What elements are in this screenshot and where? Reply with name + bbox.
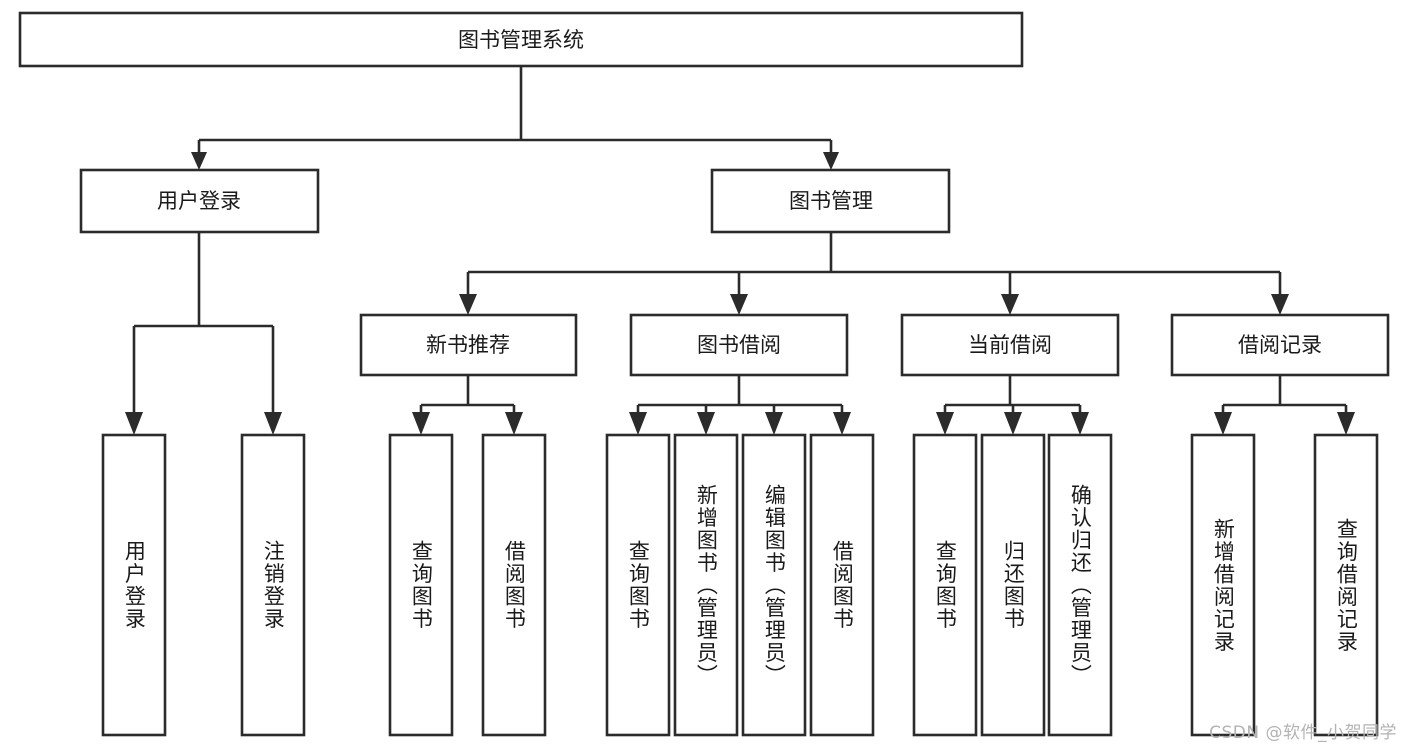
arrowhead-leaf-cb-1 xyxy=(936,412,954,435)
node-leaf-br-add-record-box[interactable] xyxy=(1190,433,1256,737)
node-leaf-cb-confirm-return-box[interactable] xyxy=(1047,433,1113,737)
connector-group-user-login xyxy=(125,232,282,435)
arrowhead-new-book-recommend xyxy=(459,294,477,315)
connector-group-book-manage xyxy=(459,232,1289,315)
node-borrow-record[interactable]: 借阅记录 xyxy=(1170,313,1390,377)
node-current-borrow-label: 当前借阅 xyxy=(968,333,1052,357)
node-new-book-recommend-box[interactable] xyxy=(359,313,578,377)
arrowhead-leaf-user-login-2 xyxy=(264,412,282,435)
node-user-login-box[interactable] xyxy=(79,168,320,234)
arrowhead-leaf-cb-3 xyxy=(1071,412,1089,435)
node-leaf-bb-borrow-book-box[interactable] xyxy=(809,433,875,737)
node-leaf-bb-edit-book-box[interactable] xyxy=(741,433,807,737)
node-root[interactable]: 图书管理系统 xyxy=(18,11,1024,68)
node-root-box[interactable] xyxy=(18,11,1024,68)
node-leaf-cb-return-book-box[interactable] xyxy=(980,433,1046,737)
node-book-manage[interactable]: 图书管理 xyxy=(710,168,951,234)
node-leaf-bb-add-book-box[interactable] xyxy=(673,433,739,737)
node-leaf-bb-query-book-box[interactable] xyxy=(605,433,671,737)
arrowhead-leaf-cb-2 xyxy=(1004,412,1022,435)
arrowhead-leaf-bb-4 xyxy=(833,412,851,435)
node-leaf-cb-query-book-box[interactable] xyxy=(912,433,978,737)
node-book-manage-box[interactable] xyxy=(710,168,951,234)
node-user-login[interactable]: 用户登录 xyxy=(79,168,320,234)
arrowhead-leaf-bb-1 xyxy=(629,412,647,435)
node-root-label: 图书管理系统 xyxy=(458,28,584,52)
arrowhead-leaf-bb-2 xyxy=(697,412,715,435)
node-borrow-record-box[interactable] xyxy=(1170,313,1390,377)
connector-group-new-book-recommend xyxy=(412,375,523,435)
node-new-book-recommend-label: 新书推荐 xyxy=(426,333,510,357)
node-new-book-recommend[interactable]: 新书推荐 xyxy=(359,313,578,377)
arrowhead-leaf-bb-3 xyxy=(765,412,783,435)
arrowhead-leaf-br-2 xyxy=(1337,412,1355,435)
arrowhead-leaf-user-login-1 xyxy=(125,412,143,435)
arrowhead-leaf-nbr-2 xyxy=(505,412,523,435)
watermark-text: CSDN @软件_小贺同学 xyxy=(1209,723,1397,743)
node-borrow-record-label: 借阅记录 xyxy=(1238,333,1322,357)
node-leaf-logout-box[interactable] xyxy=(240,433,306,737)
node-current-borrow[interactable]: 当前借阅 xyxy=(900,313,1120,377)
arrowhead-book-manage xyxy=(823,152,839,170)
node-book-borrow[interactable]: 图书借阅 xyxy=(629,313,849,377)
node-user-login-label: 用户登录 xyxy=(157,189,241,213)
node-leaf-br-query-record-box[interactable] xyxy=(1313,433,1379,737)
node-current-borrow-box[interactable] xyxy=(900,313,1120,377)
connector-group-current-borrow xyxy=(936,375,1089,435)
node-leaf-user-login-box[interactable] xyxy=(101,433,167,737)
arrowhead-user-login xyxy=(191,152,207,170)
arrowhead-book-borrow xyxy=(730,294,748,315)
node-leaf-nbr-borrow-book-box[interactable] xyxy=(481,433,547,737)
arrowhead-borrow-record xyxy=(1271,294,1289,315)
arrowhead-leaf-br-1 xyxy=(1214,412,1232,435)
node-book-manage-label: 图书管理 xyxy=(789,189,873,213)
connector-group-root xyxy=(191,66,839,170)
connector-group-book-borrow xyxy=(629,375,851,435)
arrowhead-current-borrow xyxy=(1001,294,1019,315)
node-book-borrow-label: 图书借阅 xyxy=(697,333,781,357)
arrowhead-leaf-nbr-1 xyxy=(412,412,430,435)
node-leaf-nbr-query-book-box[interactable] xyxy=(388,433,454,737)
node-book-borrow-box[interactable] xyxy=(629,313,849,377)
connector-group-borrow-record xyxy=(1214,375,1355,435)
